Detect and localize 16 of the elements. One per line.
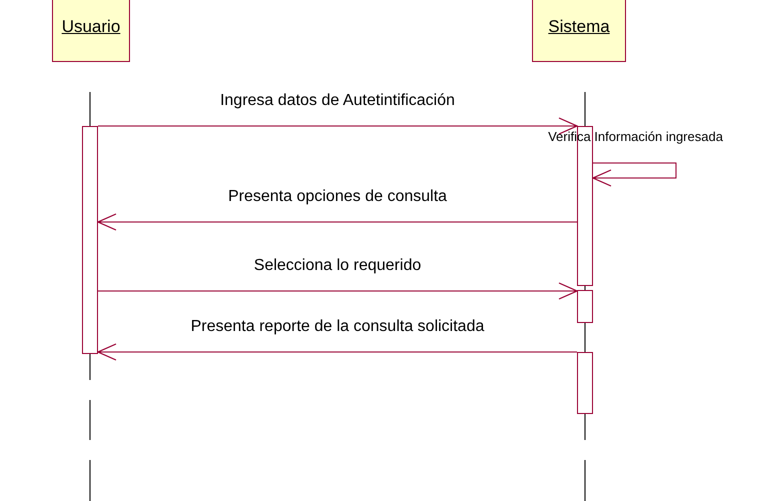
object-name: Sistema (547, 17, 611, 37)
object-box (52, 0, 130, 62)
message-arrow (98, 117, 578, 135)
message-label: Ingresa datos de Autetintificación (219, 92, 456, 110)
activation-bar (577, 352, 593, 414)
activation-bar (82, 126, 98, 354)
message-arrow (592, 162, 676, 187)
object-box (532, 0, 626, 62)
object-name: Usuario (60, 17, 122, 37)
activation-bar (577, 290, 593, 323)
message-label: Presenta reporte de la consulta solicitada (190, 318, 486, 336)
message-label: Presenta opciones de consulta (227, 188, 448, 206)
message-arrow (97, 213, 578, 231)
message-arrow (98, 282, 578, 300)
message-label: Selecciona lo requerido (252, 257, 422, 275)
message-arrow (97, 343, 578, 361)
